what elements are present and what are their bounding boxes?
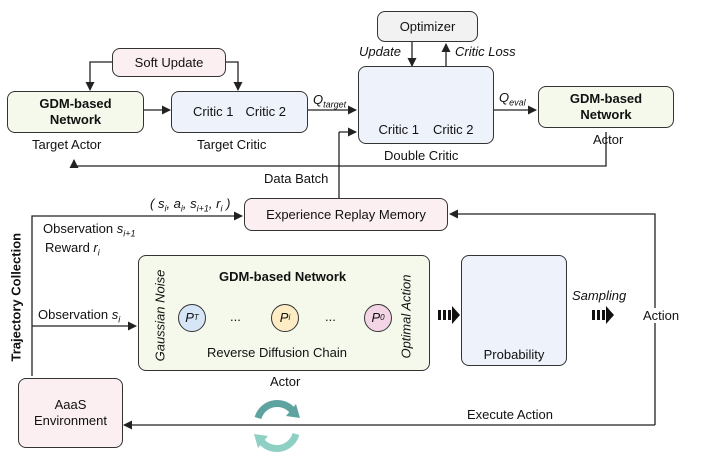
aaas-environment-label: AaaS Environment — [34, 397, 107, 428]
replay-memory-box: Experience Replay Memory — [244, 198, 448, 231]
gdm-network-title: GDM-based Network — [219, 269, 347, 284]
observation-next-label: Observation si+1 — [43, 221, 135, 242]
action-label: Action — [641, 308, 682, 323]
striped-arrow-sampling — [592, 306, 614, 324]
ellipsis-1: ... — [230, 309, 241, 324]
target-critic-box: Critic 1 Critic 2 — [171, 91, 308, 133]
tuple-s2: , s — [182, 196, 197, 211]
soft-update-label: Soft Update — [134, 54, 204, 70]
tuple-s-sub: i — [164, 203, 167, 214]
tuple-r: , r — [208, 196, 221, 211]
tuple-s2-sub: i+1 — [196, 203, 209, 214]
target-actor-box-label: GDM-based Network — [39, 96, 112, 127]
observation-text: Observation — [38, 307, 109, 322]
p-i-sub: i — [288, 313, 291, 322]
data-batch-label: Data Batch — [264, 171, 329, 186]
double-critic-box: Critic 1 Critic 2 — [358, 66, 494, 144]
replay-memory-label: Experience Replay Memory — [266, 206, 426, 222]
arrow-obs-next-to-replay — [31, 211, 243, 376]
observation-sub: i — [118, 314, 121, 325]
critic-loss-label: Critic Loss — [455, 44, 516, 59]
reward-var: r — [93, 240, 98, 255]
p-0-sub: 0 — [380, 313, 385, 322]
ellipsis-2: ... — [325, 309, 336, 324]
actor-top-box-label: GDM-based Network — [569, 91, 643, 122]
optimizer-label: Optimizer — [399, 18, 456, 34]
probability-label: Probability — [483, 347, 545, 362]
observation-next-sub: i+1 — [123, 228, 136, 239]
target-critic-label: Target Critic — [197, 137, 267, 152]
double-critic-1-label: Critic 1 — [378, 122, 419, 137]
actor-bottom-label: Actor — [270, 374, 301, 389]
reward-label: Reward ri — [45, 240, 100, 261]
probability-box: Probability — [461, 255, 567, 366]
reward-sub: i — [97, 247, 100, 258]
transition-tuple-label: ( si, ai, si+1, ri ) — [150, 196, 230, 217]
target-critic-2-label: Critic 2 — [245, 104, 286, 119]
q-eval-symbol: Q — [499, 90, 510, 105]
q-target-symbol: Q — [313, 92, 324, 107]
q-target-label: Qtarget — [313, 92, 346, 113]
tuple-a-sub: i — [180, 203, 183, 214]
gaussian-noise-label: Gaussian Noise — [152, 269, 168, 362]
reverse-diffusion-label: Reverse Diffusion Chain — [207, 345, 347, 360]
aaas-environment-box: AaaS Environment — [18, 378, 123, 448]
p-t-sub: T — [193, 313, 199, 322]
arrow-soft-update-to-target-actor — [85, 61, 114, 91]
tuple-open: ( s — [150, 196, 165, 211]
observation-label: Observation si — [38, 307, 120, 328]
trajectory-collection-label: Trajectory Collection — [8, 232, 24, 362]
sampling-label: Sampling — [572, 288, 627, 303]
target-actor-label: Target Actor — [32, 137, 102, 152]
observation-var: s — [111, 307, 119, 322]
soft-update-box: Soft Update — [112, 48, 226, 77]
observation-next-var: s — [116, 221, 124, 236]
actor-top-label: Actor — [593, 132, 624, 147]
q-eval-subscript: eval — [509, 97, 526, 108]
p-0-symbol: P — [371, 310, 381, 325]
striped-arrow-to-probability — [438, 306, 460, 324]
double-critic-2-label: Critic 2 — [433, 122, 474, 137]
q-eval-label: Qeval — [499, 90, 526, 111]
tuple-r-sub: i — [220, 203, 223, 214]
optimizer-box: Optimizer — [377, 11, 478, 42]
q-target-subscript: target — [323, 99, 347, 110]
reward-text: Reward — [45, 240, 90, 255]
observation-next-text: Observation — [43, 221, 114, 236]
execute-action-label: Execute Action — [467, 407, 553, 422]
double-critic-label: Double Critic — [384, 148, 459, 163]
target-actor-box: GDM-based Network — [7, 91, 144, 133]
refresh-icon — [254, 400, 300, 452]
arrow-data-batch-to-target-actor — [69, 132, 607, 168]
target-critic-1-label: Critic 1 — [193, 104, 234, 119]
actor-top-box: GDM-based Network — [538, 86, 674, 128]
tuple-a: , a — [166, 196, 181, 211]
p-t-symbol: P — [185, 310, 194, 325]
arrow-action-to-replay — [449, 209, 656, 425]
p-i-symbol: P — [279, 310, 289, 325]
optimal-action-label: Optimal Action — [398, 274, 414, 359]
arrow-soft-update-to-target-critic — [226, 61, 243, 91]
tuple-close: ) — [222, 196, 231, 211]
update-label: Update — [359, 44, 401, 59]
